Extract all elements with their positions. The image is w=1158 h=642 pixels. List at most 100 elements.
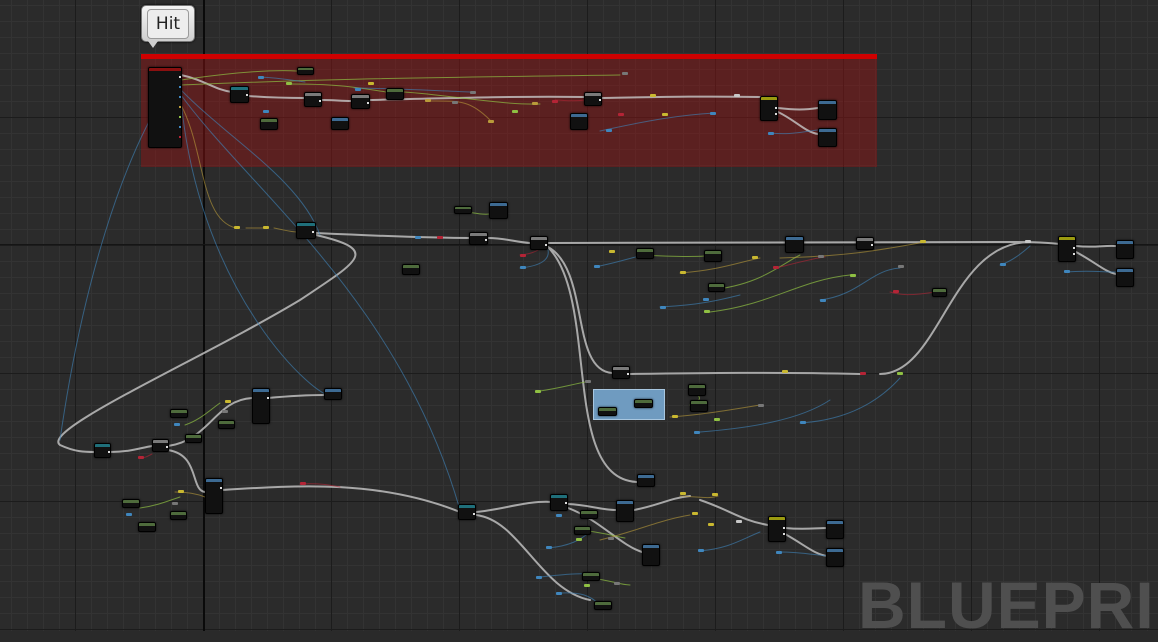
reroute-node[interactable] xyxy=(622,72,628,75)
function-node[interactable] xyxy=(252,388,270,424)
reroute-node[interactable] xyxy=(556,592,562,595)
comment-tooltip-bubble[interactable]: Hit xyxy=(141,5,195,48)
reroute-node[interactable] xyxy=(710,112,716,115)
getter-node[interactable] xyxy=(634,399,653,408)
function-node[interactable] xyxy=(94,443,111,458)
reroute-node[interactable] xyxy=(820,299,826,302)
reroute-node[interactable] xyxy=(680,492,686,495)
reroute-node[interactable] xyxy=(860,372,866,375)
reroute-node[interactable] xyxy=(263,226,269,229)
getter-node[interactable] xyxy=(708,283,725,292)
reroute-node[interactable] xyxy=(532,102,538,105)
reroute-node[interactable] xyxy=(520,254,526,257)
reroute-node[interactable] xyxy=(520,266,526,269)
function-node[interactable] xyxy=(489,202,508,219)
reroute-node[interactable] xyxy=(258,76,264,79)
function-node[interactable] xyxy=(818,128,837,147)
reroute-node[interactable] xyxy=(576,538,582,541)
reroute-node[interactable] xyxy=(680,271,686,274)
reroute-node[interactable] xyxy=(536,576,542,579)
reroute-node[interactable] xyxy=(768,132,774,135)
getter-node[interactable] xyxy=(402,264,420,275)
reroute-node[interactable] xyxy=(782,370,788,373)
function-node[interactable] xyxy=(826,520,844,539)
reroute-node[interactable] xyxy=(584,584,590,587)
reroute-node[interactable] xyxy=(556,514,562,517)
reroute-node[interactable] xyxy=(898,265,904,268)
reroute-node[interactable] xyxy=(452,101,458,104)
reroute-node[interactable] xyxy=(1000,263,1006,266)
reroute-node[interactable] xyxy=(286,82,292,85)
function-node[interactable] xyxy=(324,388,342,400)
branch-node[interactable] xyxy=(760,96,778,121)
reroute-node[interactable] xyxy=(1025,240,1031,243)
collapsed-graph-node[interactable] xyxy=(593,389,665,420)
function-node[interactable] xyxy=(230,86,249,103)
getter-node[interactable] xyxy=(580,510,598,519)
function-node[interactable] xyxy=(1116,268,1134,287)
reroute-node[interactable] xyxy=(694,431,700,434)
reroute-node[interactable] xyxy=(758,404,764,407)
reroute-node[interactable] xyxy=(614,582,620,585)
reroute-node[interactable] xyxy=(776,551,782,554)
function-node[interactable] xyxy=(818,100,837,120)
getter-node[interactable] xyxy=(185,434,202,443)
getter-node[interactable] xyxy=(574,526,591,535)
reroute-node[interactable] xyxy=(608,537,614,540)
function-node[interactable] xyxy=(1116,240,1134,259)
reroute-node[interactable] xyxy=(594,265,600,268)
reroute-node[interactable] xyxy=(415,236,421,239)
function-node[interactable] xyxy=(152,439,169,452)
reroute-node[interactable] xyxy=(126,513,132,516)
getter-node[interactable] xyxy=(170,511,187,520)
reroute-node[interactable] xyxy=(172,502,178,505)
reroute-node[interactable] xyxy=(650,94,656,97)
reroute-node[interactable] xyxy=(234,226,240,229)
function-node[interactable] xyxy=(304,92,322,107)
reroute-node[interactable] xyxy=(1064,270,1070,273)
reroute-node[interactable] xyxy=(138,456,144,459)
reroute-node[interactable] xyxy=(698,549,704,552)
reroute-node[interactable] xyxy=(672,415,678,418)
getter-node[interactable] xyxy=(690,400,708,412)
reroute-node[interactable] xyxy=(714,418,720,421)
getter-node[interactable] xyxy=(932,288,947,297)
function-node[interactable] xyxy=(570,113,588,130)
reroute-node[interactable] xyxy=(437,236,443,239)
function-node[interactable] xyxy=(205,478,223,514)
reroute-node[interactable] xyxy=(609,250,615,253)
reroute-node[interactable] xyxy=(734,94,740,97)
function-node[interactable] xyxy=(351,94,370,109)
reroute-node[interactable] xyxy=(178,490,184,493)
reroute-node[interactable] xyxy=(618,113,624,116)
function-node[interactable] xyxy=(616,500,634,522)
branch-node[interactable] xyxy=(1058,236,1076,262)
reroute-node[interactable] xyxy=(263,110,269,113)
reroute-node[interactable] xyxy=(552,100,558,103)
getter-node[interactable] xyxy=(688,384,706,396)
branch-node[interactable] xyxy=(768,516,786,542)
reroute-node[interactable] xyxy=(585,380,591,383)
reroute-node[interactable] xyxy=(425,99,431,102)
getter-node[interactable] xyxy=(170,409,188,418)
getter-node[interactable] xyxy=(598,407,617,416)
getter-node[interactable] xyxy=(297,67,314,75)
reroute-node[interactable] xyxy=(773,266,779,269)
getter-node[interactable] xyxy=(386,88,404,100)
reroute-node[interactable] xyxy=(355,88,361,91)
reroute-node[interactable] xyxy=(712,493,718,496)
function-node[interactable] xyxy=(296,222,316,239)
reroute-node[interactable] xyxy=(692,512,698,515)
function-node[interactable] xyxy=(642,544,660,566)
reroute-node[interactable] xyxy=(662,113,668,116)
event-hit-node[interactable] xyxy=(148,67,182,148)
getter-node[interactable] xyxy=(218,420,235,429)
reroute-node[interactable] xyxy=(174,423,180,426)
reroute-node[interactable] xyxy=(606,129,612,132)
reroute-node[interactable] xyxy=(800,421,806,424)
function-node[interactable] xyxy=(530,236,548,250)
reroute-node[interactable] xyxy=(368,82,374,85)
reroute-node[interactable] xyxy=(736,520,742,523)
reroute-node[interactable] xyxy=(818,255,824,258)
reroute-node[interactable] xyxy=(470,91,476,94)
